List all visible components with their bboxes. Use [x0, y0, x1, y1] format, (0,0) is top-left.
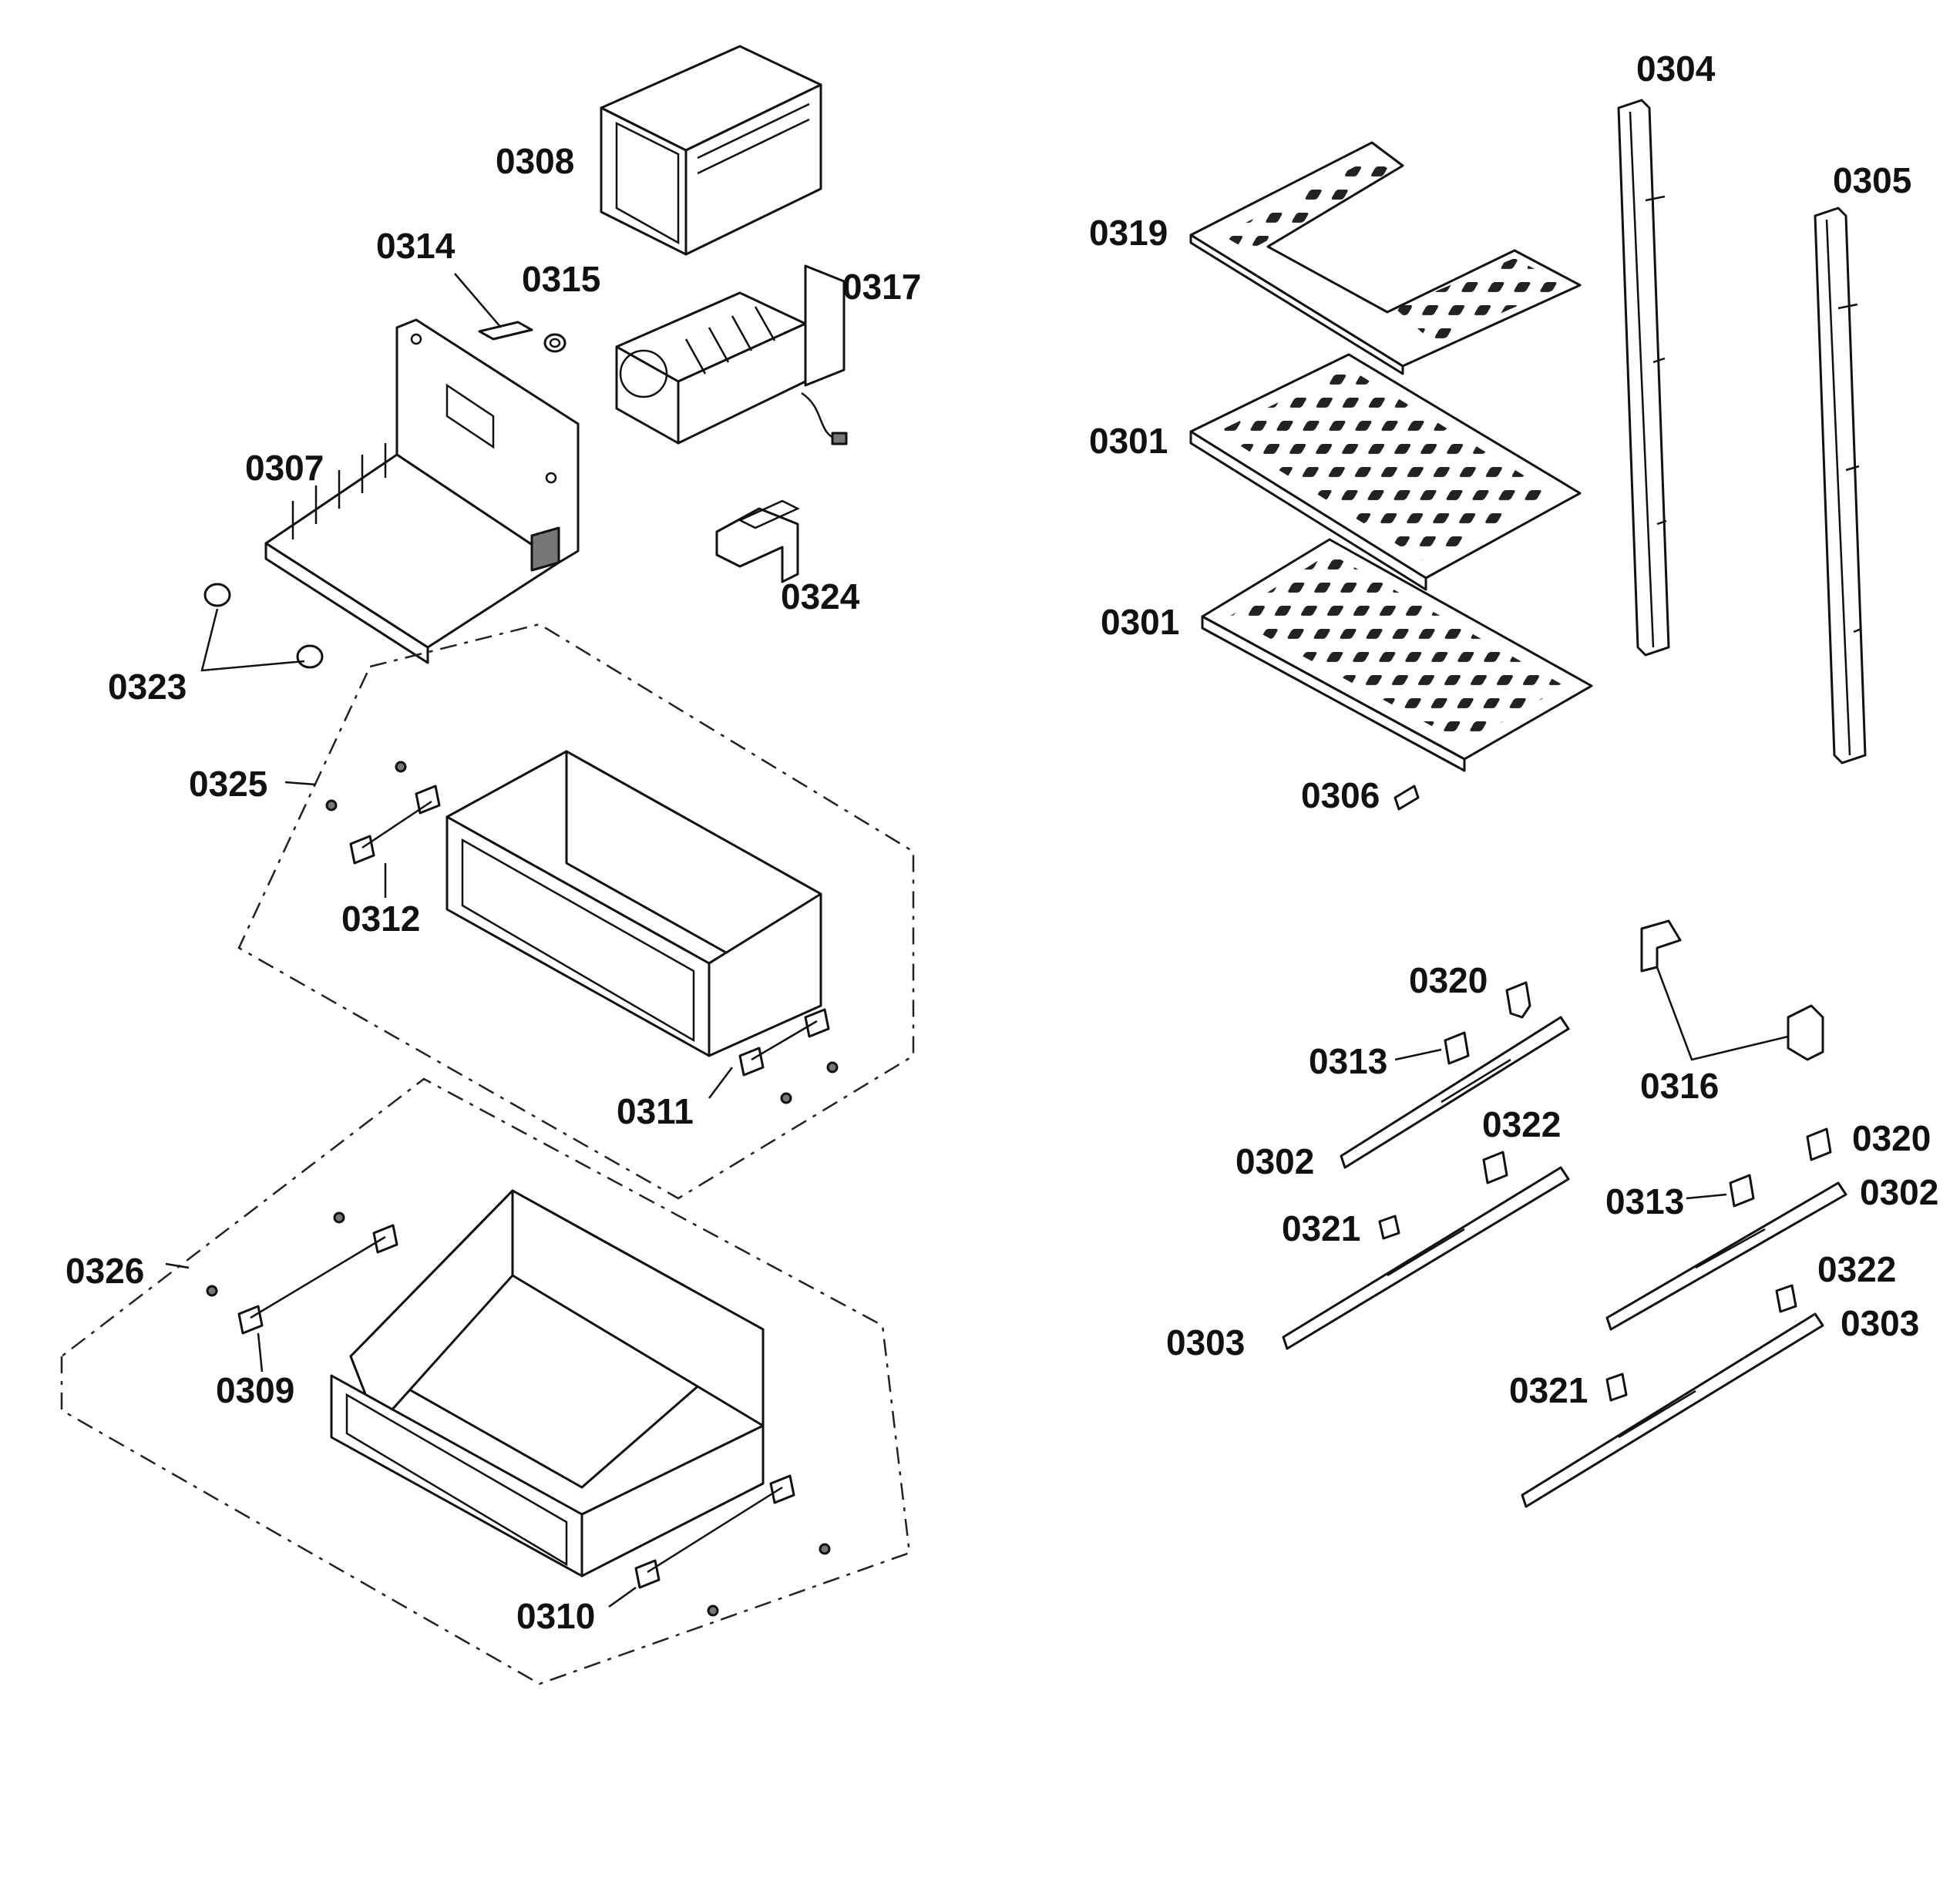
part-0319-shelf: [1189, 141, 1582, 375]
part-0317-ice-maker: [615, 264, 848, 445]
label-0302-a: 0302: [1236, 1141, 1314, 1181]
part-0324-bracket: [715, 499, 800, 583]
label-0324: 0324: [781, 576, 860, 617]
part-0323-feet: [200, 583, 324, 672]
label-0320-b: 0320: [1852, 1118, 1931, 1158]
label-0311: 0311: [617, 1091, 694, 1131]
part-0305-rail: [1814, 207, 1867, 764]
label-0305: 0305: [1833, 160, 1911, 200]
label-0307: 0307: [245, 448, 324, 488]
part-0301-shelf-upper: [1189, 353, 1582, 591]
label-0321-b: 0321: [1509, 1370, 1588, 1410]
label-0312: 0312: [341, 899, 420, 939]
part-0310-rail: [608, 1474, 831, 1617]
label-0313-a: 0313: [1309, 1041, 1387, 1081]
assembly-0326-boundary: [60, 1077, 911, 1685]
part-0312-rail: [325, 761, 441, 898]
part-0325-drawer: [445, 750, 822, 1057]
label-0306: 0306: [1301, 775, 1380, 815]
label-0302-b: 0302: [1860, 1172, 1938, 1212]
label-0301-lower: 0301: [1101, 602, 1179, 642]
label-0323: 0323: [108, 667, 187, 707]
label-0320-a: 0320: [1409, 960, 1488, 1000]
part-0321-clip-b: [1605, 1373, 1628, 1402]
part-0322-clip-b: [1775, 1284, 1797, 1313]
part-0303-slide-a: [1282, 1166, 1570, 1350]
part-0326-drawer: [330, 1189, 765, 1578]
part-0321-clip-a: [1378, 1215, 1400, 1240]
part-0320-clip-a: [1505, 981, 1531, 1019]
label-0303-b: 0303: [1841, 1303, 1919, 1343]
part-0313-clip-a: [1394, 1031, 1470, 1065]
label-0321-a: 0321: [1282, 1208, 1360, 1248]
part-0315-knob: [543, 333, 566, 353]
label-0313-b: 0313: [1605, 1181, 1684, 1221]
label-0316: 0316: [1640, 1066, 1719, 1106]
label-0314: 0314: [376, 226, 456, 266]
part-0301-shelf-lower: [1201, 538, 1593, 772]
part-0316-brackets: [1640, 919, 1824, 1061]
label-0310: 0310: [516, 1596, 595, 1636]
part-0307-housing: [264, 318, 580, 664]
part-0308-container: [600, 45, 822, 256]
label-0309: 0309: [216, 1370, 294, 1410]
part-0313-clip-b: [1686, 1174, 1755, 1208]
label-0304: 0304: [1636, 49, 1716, 89]
part-0306-clip: [1394, 785, 1420, 811]
part-0322-clip-a: [1482, 1151, 1508, 1184]
part-0304-rail: [1617, 99, 1670, 657]
part-0311-rail: [708, 1008, 839, 1104]
label-0326: 0326: [66, 1251, 144, 1291]
assembly-0325-boundary: [237, 623, 915, 1200]
part-0303-slide-b: [1521, 1312, 1824, 1508]
label-0322-a: 0322: [1482, 1104, 1561, 1144]
label-0322-b: 0322: [1817, 1249, 1896, 1289]
part-0320-clip-b: [1806, 1127, 1832, 1161]
part-0314-strip: [454, 273, 533, 341]
label-0315: 0315: [522, 259, 600, 299]
label-0317: 0317: [842, 267, 921, 307]
label-0319: 0319: [1089, 213, 1168, 253]
part-0302-slide-b: [1605, 1181, 1847, 1331]
part-0302-slide-a: [1340, 1016, 1570, 1169]
label-0301-upper: 0301: [1089, 421, 1168, 461]
part-0309-rail: [206, 1211, 398, 1373]
label-0303-a: 0303: [1166, 1322, 1245, 1363]
label-0308: 0308: [496, 141, 574, 181]
label-0325: 0325: [189, 764, 267, 804]
